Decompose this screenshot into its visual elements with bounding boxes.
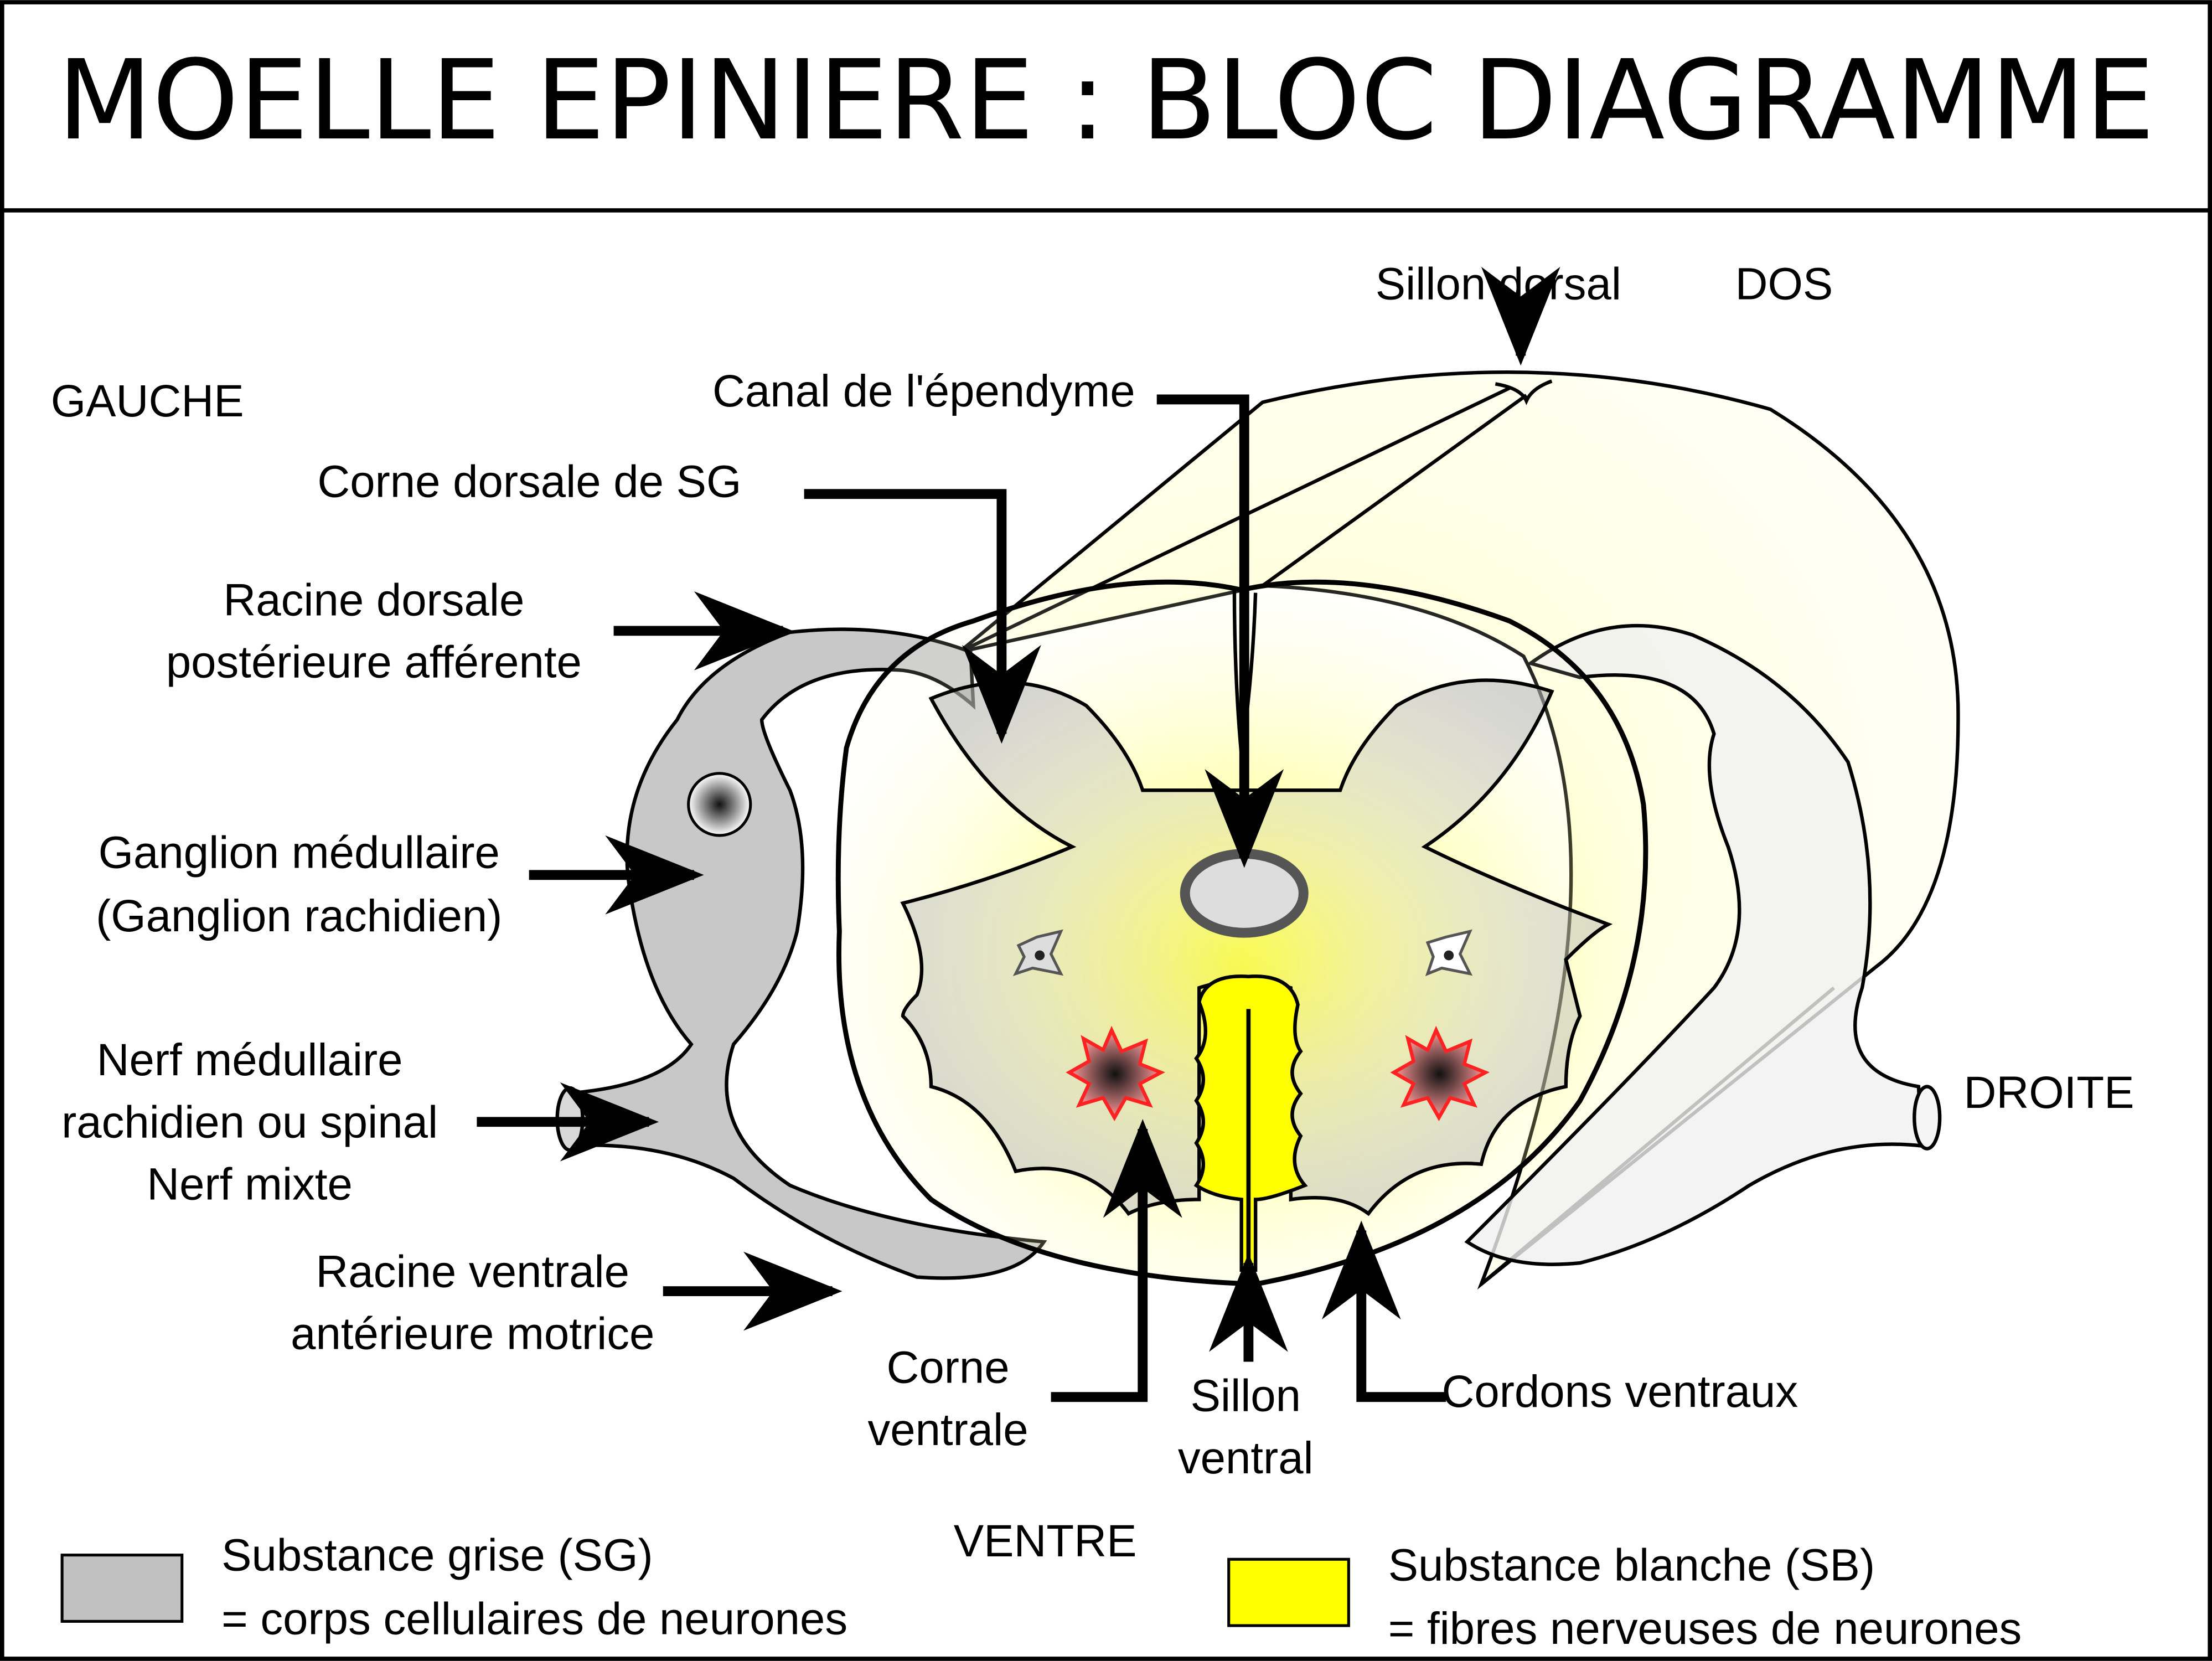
corne-dorsale-arrow (804, 489, 1041, 744)
sillon-dorsal-notch (1495, 379, 1553, 405)
label-gauche: GAUCHE (51, 376, 244, 426)
label-ganglion-1: Ganglion médullaire (99, 828, 500, 878)
cordons-ventraux-arrow (1321, 1220, 1446, 1402)
label-sillon-dorsal: Sillon dorsal (1376, 259, 1621, 309)
legend-white-swatch (1227, 1557, 1350, 1627)
label-ganglion-2: (Ganglion rachidien) (96, 891, 502, 941)
label-canal-ependyme: Canal de l'épendyme (712, 366, 1135, 416)
legend-white-title: Substance blanche (SB) (1388, 1540, 1875, 1591)
label-droite: DROITE (1963, 1067, 2134, 1118)
label-corne-ventrale-2: ventrale (868, 1405, 1029, 1455)
corne-ventrale-arrow (1051, 1119, 1182, 1402)
right-small-neuron-nucleus (1444, 950, 1454, 961)
label-nerf-3: Nerf mixte (147, 1159, 353, 1209)
label-racine-dorsale-2: postérieure afférente (166, 637, 582, 687)
ganglion-cell-icon (687, 772, 752, 837)
right-nerve-roots (1464, 623, 1924, 1266)
label-cordons-ventraux: Cordons ventraux (1442, 1366, 1798, 1417)
right-nerve-end (1913, 1085, 1942, 1151)
legend-grey-swatch (60, 1554, 184, 1623)
page-title: MOELLE EPINIERE : BLOC DIAGRAMME (58, 36, 2155, 164)
label-nerf-1: Nerf médullaire (97, 1035, 403, 1085)
label-dos: DOS (1735, 259, 1833, 309)
legend-grey-desc: = corps cellulaires de neurones (221, 1593, 847, 1644)
legend-white-desc: = fibres nerveuses de neurones (1388, 1603, 2022, 1654)
label-sillon-ventral-1: Sillon (1191, 1371, 1301, 1421)
label-sillon-ventral-2: ventral (1178, 1433, 1314, 1483)
label-racine-ventrale-1: Racine ventrale (316, 1246, 629, 1297)
legend-grey-title: Substance grise (SG) (221, 1530, 653, 1581)
canal-ependyme-arrow (1156, 394, 1284, 868)
label-racine-ventrale-2: antérieure motrice (291, 1309, 654, 1359)
label-nerf-2: rachidien ou spinal (61, 1097, 438, 1147)
label-racine-dorsale-1: Racine dorsale (223, 575, 524, 625)
label-corne-dorsale: Corne dorsale de SG (317, 456, 741, 507)
left-motor-neuron-icon (1066, 1025, 1165, 1122)
left-small-neuron-nucleus (1035, 950, 1045, 961)
label-corne-ventrale-1: Corne (887, 1343, 1010, 1393)
left-dorsal-root (562, 627, 1047, 1280)
right-motor-neuron-icon (1390, 1025, 1490, 1122)
central-canal (1180, 849, 1309, 938)
label-ventre: VENTRE (954, 1516, 1137, 1566)
